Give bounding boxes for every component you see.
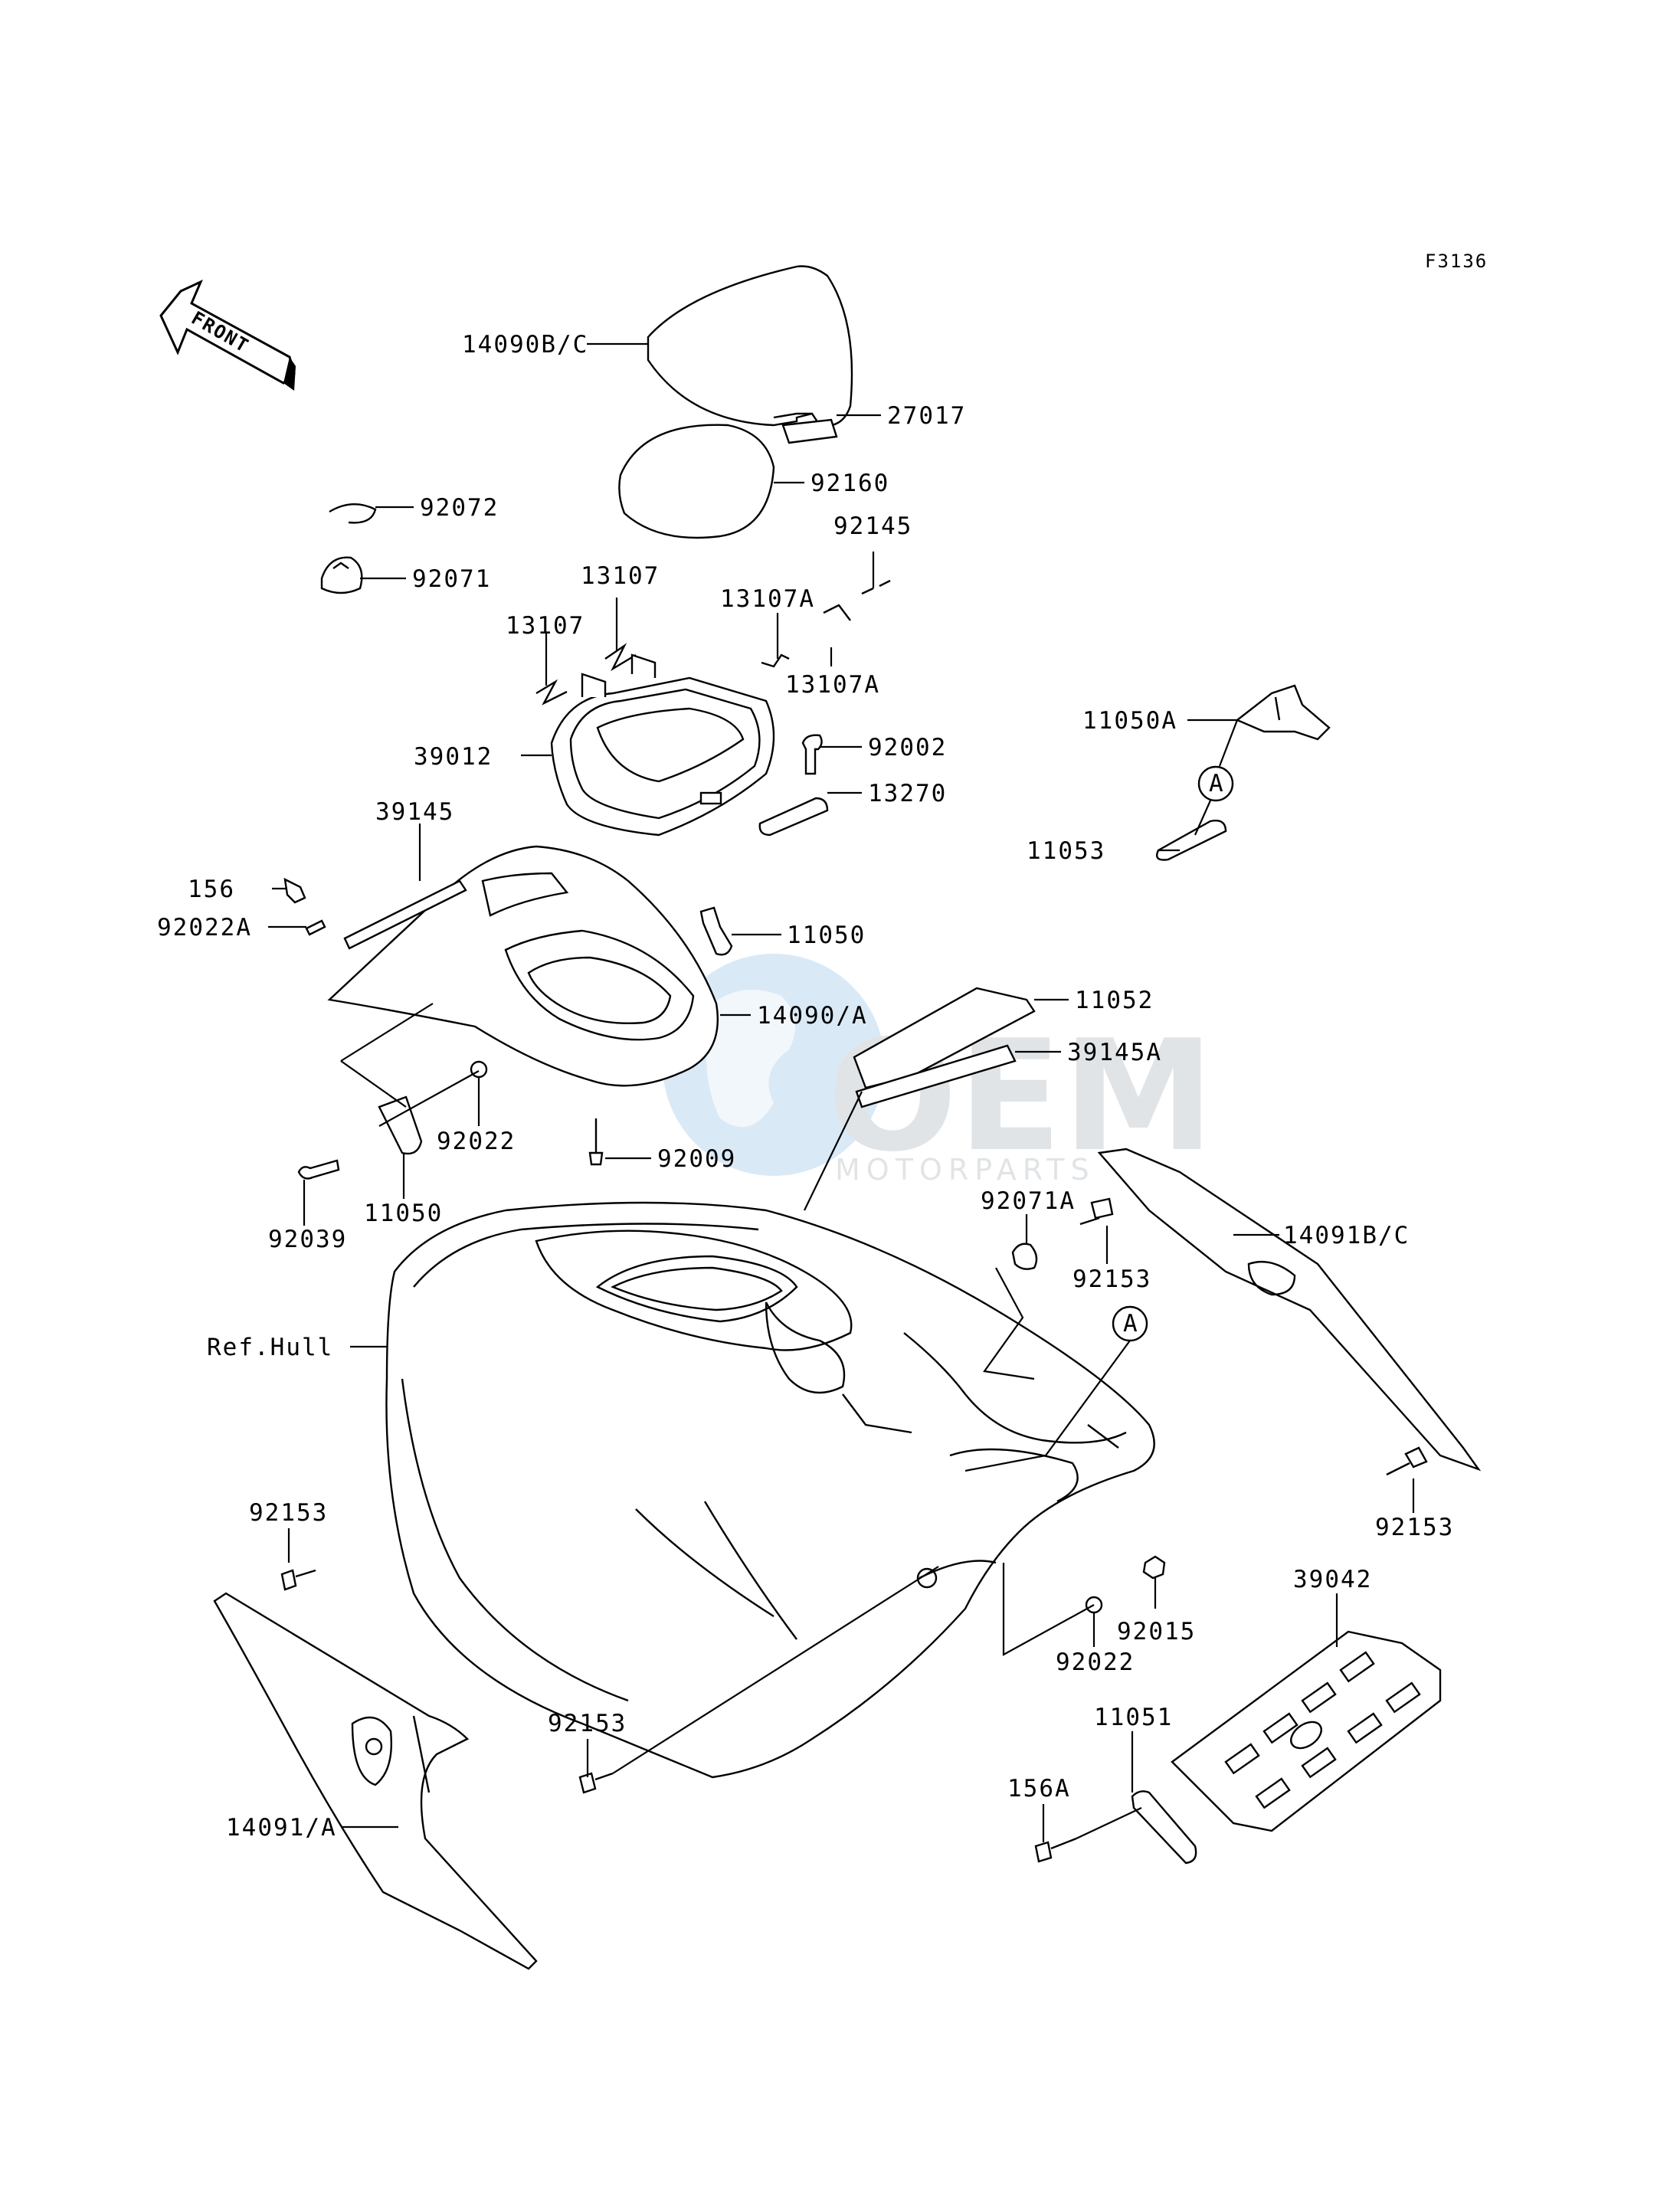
part-clamp-92072 <box>329 503 377 524</box>
label-92071A: 92071A <box>981 1187 1076 1215</box>
label-156A: 156A <box>1007 1775 1071 1802</box>
part-gasket-92160 <box>618 424 775 539</box>
part-bracket-11052 <box>853 987 1036 1089</box>
label-13107A-a: 13107A <box>720 585 815 613</box>
part-storage-bin-39012 <box>550 653 775 837</box>
part-clip-92022A <box>305 919 326 936</box>
label-39012: 39012 <box>414 743 493 771</box>
label-13107A-b: 13107A <box>785 671 880 699</box>
label-92072: 92072 <box>420 494 499 522</box>
part-screw-92153-upper <box>1079 1197 1114 1226</box>
label-92022-upper: 92022 <box>437 1128 516 1155</box>
callout-labels: 14090B/C 27017 92160 92072 92071 13107 1… <box>157 331 1454 1842</box>
label-39042: 39042 <box>1293 1566 1372 1593</box>
part-rail-14091BC <box>1097 1148 1482 1472</box>
label-13107-b: 13107 <box>506 612 585 640</box>
label-11053: 11053 <box>1027 837 1105 865</box>
part-cap-92071 <box>320 556 363 594</box>
label-156: 156 <box>188 876 235 903</box>
part-clip-13107-b <box>535 679 568 706</box>
part-nut-92015 <box>1142 1555 1166 1580</box>
figure-code: F3136 <box>1425 250 1488 272</box>
part-plate-39042 <box>1171 1630 1442 1832</box>
part-clip-13107A-a <box>761 653 790 668</box>
label-92145: 92145 <box>833 512 912 540</box>
part-hull <box>385 1201 1155 1779</box>
ref-circle-a1 <box>1197 765 1234 802</box>
label-92160: 92160 <box>811 470 889 497</box>
leader-lines <box>268 342 1415 1842</box>
label-13107-a: 13107 <box>581 562 660 590</box>
part-screw-92145 <box>861 579 891 595</box>
label-39145A: 39145A <box>1067 1039 1162 1066</box>
part-bracket-11051 <box>1131 1790 1197 1865</box>
part-deck-14090A <box>327 845 719 1087</box>
watermark-sub: MOTORPARTS <box>835 1153 1095 1187</box>
part-seat-cover <box>647 265 853 427</box>
part-screw-92153-left <box>280 1569 316 1591</box>
part-cap-92071A <box>1011 1243 1038 1270</box>
part-bracket-11050A <box>1235 684 1331 741</box>
label-92022A: 92022A <box>157 914 252 941</box>
part-strip-39145A <box>855 1044 1017 1108</box>
part-bolt-156A <box>1034 1837 1077 1863</box>
front-arrow-icon: FRONT <box>159 280 296 391</box>
part-screw-92153-bottom <box>578 1772 614 1794</box>
label-11050-lower: 11050 <box>364 1200 443 1227</box>
part-clip-13107-a <box>604 643 637 672</box>
part-bracket-11050-lower <box>378 1095 423 1155</box>
label-92015: 92015 <box>1117 1618 1196 1645</box>
label-14091A: 14091/A <box>226 1814 337 1842</box>
label-ref-hull: Ref.Hull <box>207 1334 333 1361</box>
label-11050-upper: 11050 <box>787 922 866 949</box>
label-92153-upper: 92153 <box>1073 1265 1151 1293</box>
label-a2: A <box>1123 1310 1139 1338</box>
label-14090A: 14090/A <box>757 1002 868 1030</box>
label-14090bc: 14090B/C <box>462 331 588 359</box>
part-screw-92153-right <box>1386 1446 1428 1476</box>
part-panel-14091A <box>213 1592 538 1970</box>
part-plate-11053 <box>1156 820 1227 861</box>
part-clip-13107A-b <box>823 604 851 621</box>
part-strip-39145 <box>343 879 467 950</box>
part-bolt-92002 <box>801 734 823 775</box>
label-92153-right: 92153 <box>1375 1514 1454 1541</box>
label-14091BC: 14091B/C <box>1283 1222 1410 1249</box>
part-screw-156 <box>283 877 306 904</box>
part-pad-27017 <box>781 418 838 444</box>
label-11051: 11051 <box>1094 1704 1173 1731</box>
part-screw-92009 <box>588 1118 604 1166</box>
label-92022-lower: 92022 <box>1056 1649 1135 1676</box>
part-plate-13270 <box>758 797 829 837</box>
part-bolt-92039 <box>297 1159 340 1180</box>
label-92071: 92071 <box>412 565 491 593</box>
label-11050A: 11050A <box>1082 707 1177 735</box>
part-bracket-11050-upper <box>699 906 733 956</box>
label-11052: 11052 <box>1075 987 1154 1014</box>
label-27017: 27017 <box>887 402 966 430</box>
label-a1: A <box>1209 770 1225 797</box>
label-92153-left: 92153 <box>249 1499 328 1527</box>
label-92002: 92002 <box>868 734 947 761</box>
label-92153-bottom: 92153 <box>548 1710 627 1737</box>
label-92039: 92039 <box>268 1226 347 1253</box>
label-13270: 13270 <box>868 780 947 807</box>
label-39145: 39145 <box>375 798 454 826</box>
label-92009: 92009 <box>657 1145 736 1173</box>
